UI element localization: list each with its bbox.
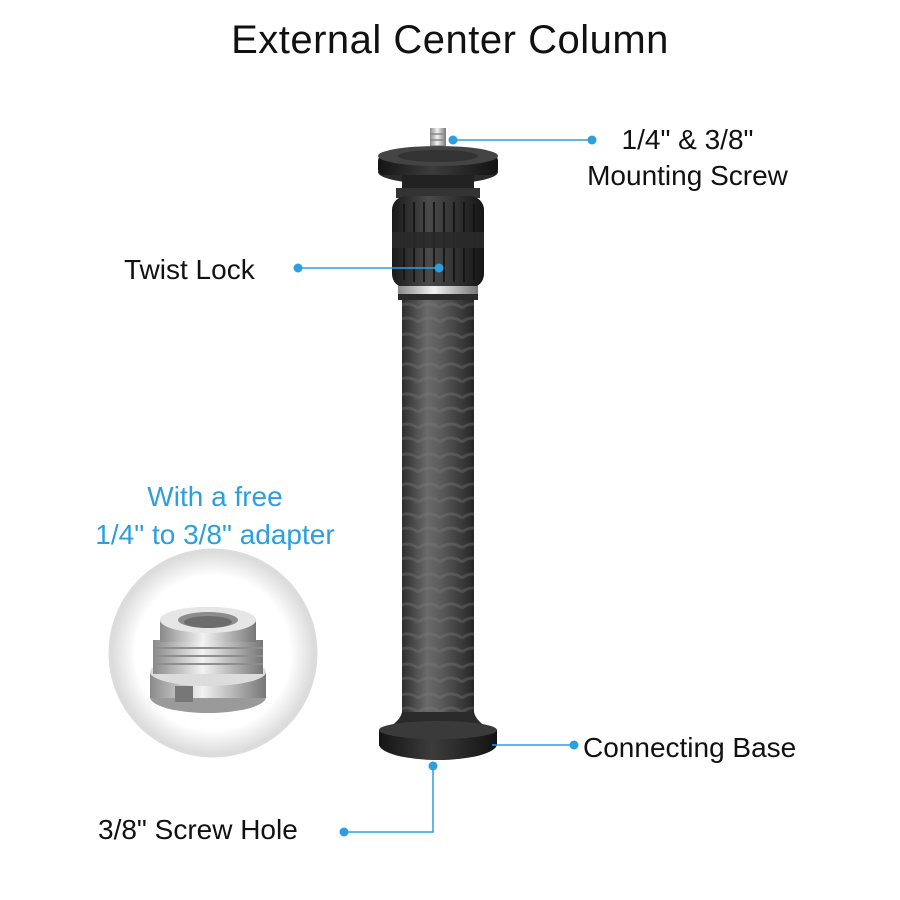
adapter-caption-line1: With a free bbox=[147, 481, 283, 512]
mounting-screw-line2: Mounting Screw bbox=[587, 160, 788, 191]
callout-mounting-screw: 1/4" & 3/8" Mounting Screw bbox=[565, 122, 810, 194]
mounting-screw-line1: 1/4" & 3/8" bbox=[621, 124, 754, 155]
adapter-caption: With a free 1/4" to 3/8" adapter bbox=[40, 478, 390, 554]
page-title: External Center Column bbox=[231, 18, 669, 62]
callout-connecting-base: Connecting Base bbox=[583, 732, 797, 763]
adapter-image bbox=[108, 548, 318, 758]
callout-screw-hole: 3/8" Screw Hole bbox=[98, 814, 298, 845]
twist-lock-knob bbox=[392, 196, 484, 288]
top-platform bbox=[378, 146, 498, 198]
adapter-caption-line2: 1/4" to 3/8" adapter bbox=[95, 519, 335, 550]
connecting-base bbox=[379, 712, 497, 760]
callout-lines bbox=[298, 139, 592, 833]
metal-ring bbox=[398, 286, 478, 294]
carbon-fiber-tube bbox=[402, 300, 474, 718]
callout-twist-lock: Twist Lock bbox=[124, 254, 255, 285]
callout-dots bbox=[293, 135, 597, 837]
